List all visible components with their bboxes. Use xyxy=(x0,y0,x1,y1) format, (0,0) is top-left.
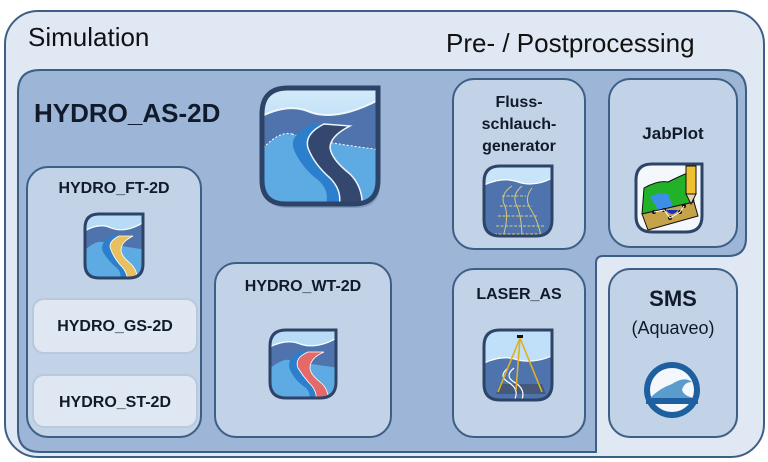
terrain-plot-icon xyxy=(634,162,704,234)
sms-sublabel: (Aquaveo) xyxy=(631,318,715,338)
laser-as-box[interactable]: LASER_AS xyxy=(452,268,586,438)
river-red-icon xyxy=(268,328,338,400)
flussschlauchgenerator-box[interactable]: Fluss- schlauch- generator xyxy=(452,78,586,250)
hydro-st-2d-box[interactable]: HYDRO_ST-2D xyxy=(32,374,198,428)
wave-logo-icon xyxy=(644,362,700,418)
river-mesh-icon xyxy=(482,164,554,238)
hydro-st-2d-label: HYDRO_ST-2D xyxy=(58,394,172,411)
preprocessing-title: Pre- / Postprocessing xyxy=(446,28,695,58)
flussschlauchgenerator-label: Fluss- schlauch- generator xyxy=(454,92,584,158)
hydro-wt-2d-label: HYDRO_WT-2D xyxy=(244,278,362,295)
label-line-2: schlauch- xyxy=(481,116,557,133)
simulation-title: Simulation xyxy=(28,22,150,52)
hydro-as-2d-title: HYDRO_AS-2D xyxy=(34,98,221,128)
jabplot-label: JabPlot xyxy=(642,124,704,143)
jabplot-box[interactable]: JabPlot xyxy=(608,78,738,248)
hydro-ft-2d-group[interactable]: HYDRO_FT-2D HYDRO_GS-2D HYDRO_ST-2D xyxy=(26,166,202,438)
river-yellow-icon xyxy=(83,212,145,280)
hydro-gs-2d-label: HYDRO_GS-2D xyxy=(57,318,173,335)
label-line-1: Fluss- xyxy=(495,94,543,111)
sms-box[interactable]: SMS (Aquaveo) xyxy=(608,268,738,438)
laser-as-label: LASER_AS xyxy=(476,286,562,303)
hydro-gs-2d-box[interactable]: HYDRO_GS-2D xyxy=(32,298,198,354)
hydro-wt-2d-box[interactable]: HYDRO_WT-2D xyxy=(214,262,392,438)
hydro-ft-2d-label: HYDRO_FT-2D xyxy=(58,180,170,197)
label-line-3: generator xyxy=(482,138,556,155)
river-landscape-icon[interactable] xyxy=(258,84,382,210)
sms-label: SMS xyxy=(649,286,697,311)
laser-survey-icon xyxy=(482,328,554,402)
